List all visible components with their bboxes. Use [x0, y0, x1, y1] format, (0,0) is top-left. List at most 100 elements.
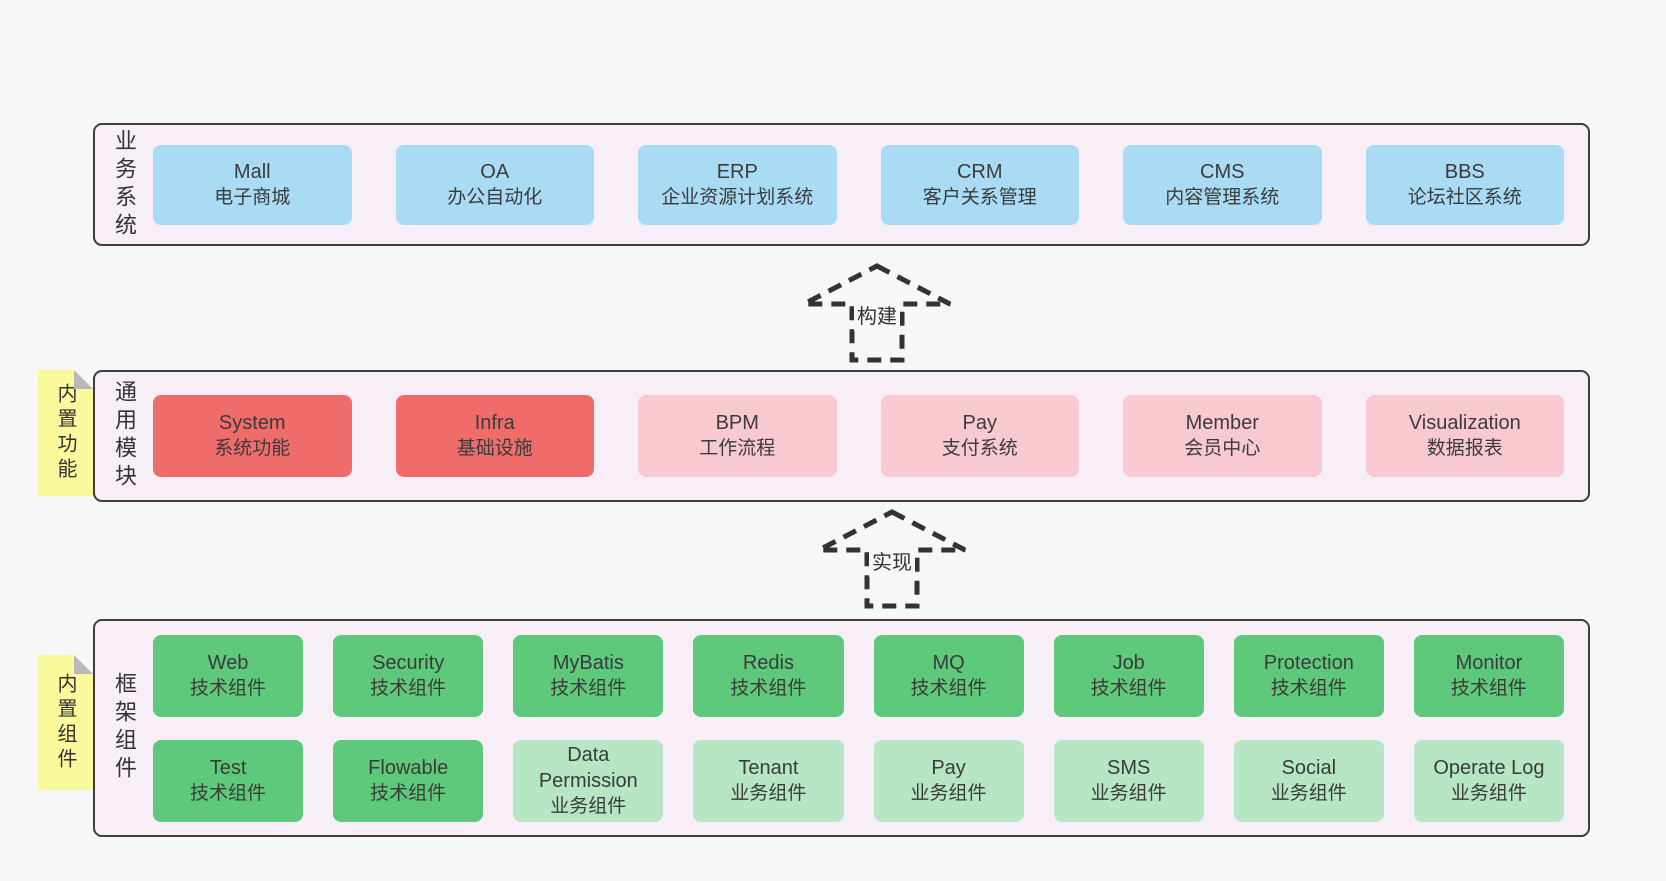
box-title: Visualization: [1408, 412, 1521, 434]
box-title: Operate Log: [1433, 756, 1545, 779]
box-subtitle: 技术组件: [370, 782, 447, 804]
sticky-note-label: 内置功能: [54, 383, 76, 483]
box-subtitle: 支付系统: [941, 438, 1018, 459]
box-title: System: [218, 412, 286, 434]
arrow-implement: 实现: [816, 509, 968, 609]
box-subtitle: 基础设施: [456, 438, 533, 459]
box-subtitle: 业务组件: [550, 795, 627, 817]
box-title: SMS: [1107, 756, 1151, 779]
box-subtitle: 会员中心: [1184, 438, 1261, 459]
sticky-note-builtin-features: 内置功能: [38, 370, 93, 496]
box-title: Infra: [474, 412, 515, 434]
component-box-test: Test 技术组件: [153, 739, 304, 822]
box-title: Data Permission: [538, 743, 638, 792]
component-box-operate-log: Operate Log 业务组件: [1413, 739, 1564, 822]
box-title: BBS: [1444, 160, 1485, 183]
component-box-monitor: Monitor 技术组件: [1413, 634, 1564, 717]
box-subtitle: 业务组件: [1450, 782, 1527, 804]
fold-corner-icon: [74, 370, 93, 389]
box-title: Test: [209, 756, 247, 779]
arrow-build-label: 构建: [854, 303, 900, 331]
band-business-label: 业务系统: [112, 128, 137, 241]
box-subtitle: 技术组件: [1450, 677, 1527, 699]
component-box-mall: Mall 电子商城: [153, 144, 352, 225]
box-title: ERP: [716, 160, 758, 183]
box-subtitle: 办公自动化: [447, 186, 543, 208]
box-subtitle: 业务组件: [730, 782, 807, 804]
component-box-oa: OA 办公自动化: [395, 144, 594, 225]
box-subtitle: 数据报表: [1426, 438, 1503, 459]
component-box-web: Web 技术组件: [153, 634, 304, 717]
box-subtitle: 业务组件: [910, 782, 987, 804]
component-box-social: Social 业务组件: [1233, 739, 1384, 822]
box-subtitle: 客户关系管理: [922, 186, 1037, 208]
component-box-bbs: BBS 论坛社区系统: [1365, 144, 1564, 225]
component-box-crm: CRM 客户关系管理: [880, 144, 1079, 225]
fold-corner-icon: [74, 655, 93, 674]
box-title: OA: [480, 160, 510, 183]
arrow-build: 构建: [801, 263, 953, 363]
box-subtitle: 电子商城: [214, 186, 291, 208]
up-arrow-icon: [802, 263, 952, 363]
band-business-boxes: Mall 电子商城 OA 办公自动化 ERP 企业资源计划系统 CRM 客户关系管理 CMS 内容…: [153, 125, 1588, 244]
box-subtitle: 技术组件: [910, 677, 987, 699]
box-title: Protection: [1263, 651, 1354, 674]
band-business-systems: 业务系统 Mall 电子商城 OA 办公自动化 ERP 企业资源计划系统 CRM 客户关系管理…: [93, 123, 1590, 246]
box-title: Pay: [931, 756, 966, 779]
component-box-job: Job 技术组件: [1053, 634, 1204, 717]
box-subtitle: 技术组件: [1090, 677, 1167, 699]
box-subtitle: 技术组件: [190, 677, 267, 699]
component-box-tenant: Tenant 业务组件: [693, 739, 844, 822]
band-modules-label: 通用模块: [112, 380, 137, 492]
box-title: Member: [1185, 412, 1259, 434]
up-arrow-icon: [817, 509, 967, 609]
component-box-member: Member 会员中心: [1123, 395, 1322, 477]
box-title: MyBatis: [552, 651, 624, 674]
box-subtitle: 技术组件: [550, 677, 627, 699]
component-box-mq: MQ 技术组件: [873, 634, 1024, 717]
box-title: Web: [207, 651, 249, 674]
box-subtitle: 内容管理系统: [1165, 186, 1280, 208]
box-title: Social: [1281, 756, 1337, 779]
box-title: CRM: [956, 160, 1003, 183]
component-box-infra: Infra 基础设施: [395, 395, 594, 477]
box-subtitle: 技术组件: [190, 782, 267, 804]
component-box-data-permission: Data Permission 业务组件: [513, 739, 664, 822]
arrow-implement-label: 实现: [869, 549, 915, 577]
box-title: Job: [1112, 651, 1145, 674]
box-title: CMS: [1200, 160, 1245, 183]
box-title: BPM: [715, 412, 759, 434]
box-subtitle: 业务组件: [1090, 782, 1167, 804]
band-framework-label: 框架组件: [112, 672, 137, 784]
box-subtitle: 技术组件: [370, 677, 447, 699]
box-title: Tenant: [738, 756, 799, 779]
component-box-mybatis: MyBatis 技术组件: [513, 634, 664, 717]
box-subtitle: 业务组件: [1270, 782, 1347, 804]
sticky-note-builtin-components: 内置组件: [38, 655, 93, 790]
component-box-bpm: BPM 工作流程: [638, 395, 837, 477]
box-title: Flowable: [368, 756, 449, 779]
component-box-pay: Pay 业务组件: [873, 739, 1024, 822]
component-box-cms: CMS 内容管理系统: [1123, 144, 1322, 225]
component-box-visualization: Visualization 数据报表: [1365, 395, 1564, 477]
box-subtitle: 工作流程: [699, 438, 776, 459]
box-subtitle: 技术组件: [730, 677, 807, 699]
box-title: MQ: [932, 651, 965, 674]
box-title: Monitor: [1455, 651, 1523, 674]
box-subtitle: 企业资源计划系统: [661, 186, 814, 208]
component-box-flowable: Flowable 技术组件: [333, 739, 484, 822]
box-title: Mall: [233, 160, 271, 183]
box-subtitle: 论坛社区系统: [1407, 186, 1522, 208]
